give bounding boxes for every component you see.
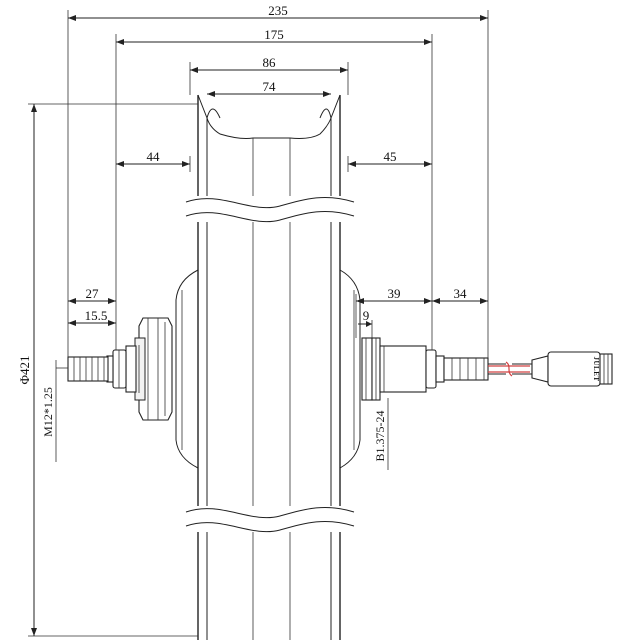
- left-flange: [134, 317, 173, 421]
- hub-motor-body: [175, 269, 361, 469]
- dim-left-offset: 44: [116, 149, 191, 172]
- dim-hub-inner-width: 74: [207, 79, 331, 97]
- cable: [488, 361, 532, 377]
- dim-left-axle-length: 27: [68, 286, 116, 304]
- right-axle: [425, 349, 489, 389]
- dim-right-offset: 45: [347, 149, 432, 172]
- note-freewheel-thread-label: B1.375-24: [373, 411, 387, 462]
- dim-overall-width: 235: [67, 3, 489, 358]
- break-line-top: [185, 196, 355, 223]
- dim-right-flange-to-axle: 39: [355, 286, 432, 338]
- dim-rim-outer-width: 175: [115, 27, 433, 350]
- dim-diameter-label: Φ421: [17, 355, 32, 384]
- dim-hub-width-label: 86: [263, 55, 277, 70]
- dim-overall-width-label: 235: [268, 3, 288, 18]
- right-freewheel: [361, 337, 427, 401]
- dim-left-thread-length-label: 15.5: [85, 308, 108, 323]
- dim-left-thread-length: 15.5: [68, 308, 116, 326]
- dim-right-offset-label: 45: [384, 149, 397, 164]
- dim-right-axle-length: 34: [432, 286, 488, 304]
- dim-right-nut-width: 9: [358, 308, 373, 338]
- rim-outline: [197, 94, 341, 640]
- note-axle-thread: M12*1.25: [41, 360, 68, 462]
- dim-rim-outer-width-label: 175: [264, 27, 284, 42]
- dim-right-flange-to-axle-label: 39: [388, 286, 401, 301]
- dim-left-axle-length-label: 27: [86, 286, 100, 301]
- dim-diameter: Φ421: [17, 103, 198, 637]
- dim-hub-width: 86: [189, 55, 349, 95]
- dim-right-nut-width-label: 9: [363, 308, 370, 323]
- note-freewheel-thread: B1.375-24: [373, 398, 389, 470]
- dim-right-axle-length-label: 34: [454, 286, 468, 301]
- connector-brand: JULET: [592, 356, 600, 381]
- break-line-bottom: [185, 506, 355, 533]
- dim-left-offset-label: 44: [147, 149, 161, 164]
- dim-hub-inner-width-label: 74: [263, 79, 277, 94]
- julet-connector: JULET: [531, 351, 613, 387]
- note-axle-thread-label: M12*1.25: [41, 387, 55, 437]
- left-axle: [67, 345, 137, 393]
